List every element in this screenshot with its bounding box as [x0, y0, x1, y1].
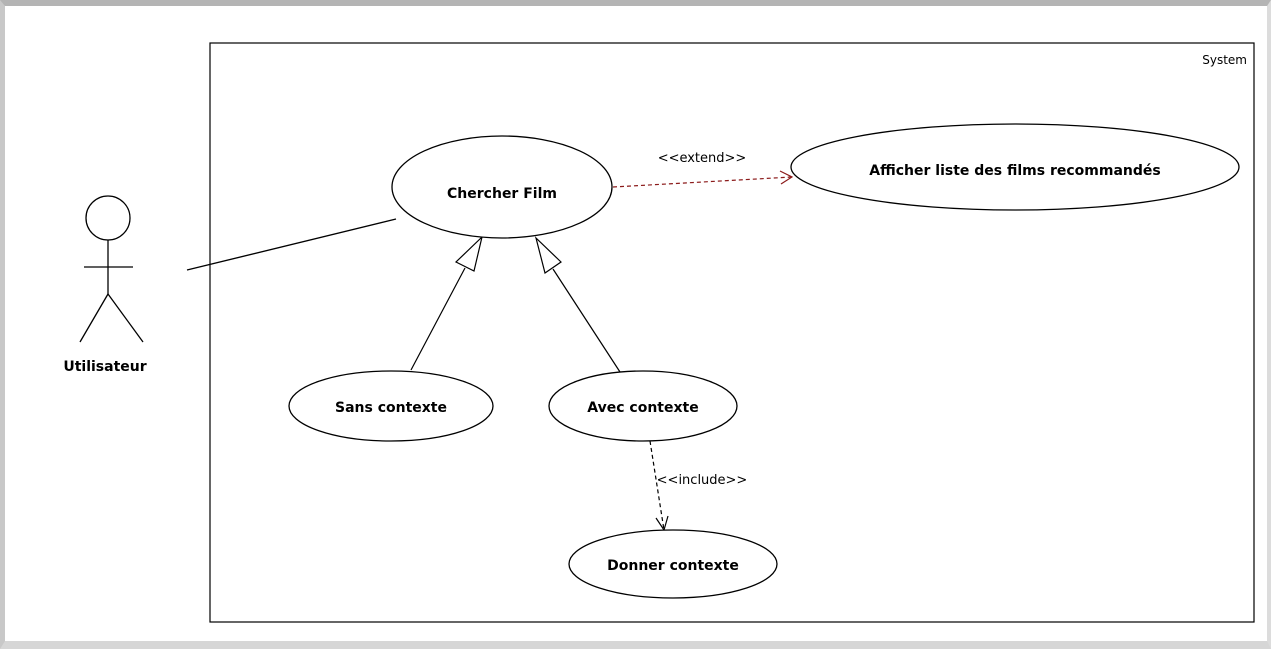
- use-case-afficher-liste-label: Afficher liste des films recommandés: [869, 163, 1160, 179]
- system-label: System: [1202, 53, 1247, 67]
- use-case-chercher-film-label: Chercher Film: [447, 186, 557, 202]
- generalization-avec-arrowhead: [534, 236, 562, 274]
- use-case-donner-contexte[interactable]: Donner contexte: [568, 529, 778, 599]
- use-case-afficher-liste[interactable]: Afficher liste des films recommandés: [790, 123, 1240, 211]
- use-case-avec-contexte-ellipse: [548, 370, 738, 442]
- generalization-sans-arrowhead: [454, 235, 484, 272]
- generalization-avec-line: [552, 268, 621, 373]
- actor-right-leg: [107, 293, 144, 343]
- use-case-donner-contexte-ellipse: [568, 529, 778, 599]
- use-case-avec-contexte-label: Avec contexte: [587, 400, 698, 416]
- use-case-sans-contexte[interactable]: Sans contexte: [288, 370, 494, 442]
- generalization-sans-line: [410, 267, 466, 371]
- include-label: <<include>>: [657, 473, 748, 488]
- use-case-donner-contexte-label: Donner contexte: [607, 558, 739, 574]
- use-case-avec-contexte[interactable]: Avec contexte: [548, 370, 738, 442]
- include-line: [649, 440, 665, 531]
- use-case-sans-contexte-ellipse: [288, 370, 494, 442]
- extend-arrowhead: [779, 170, 794, 185]
- actor-utilisateur[interactable]: Utilisateur: [63, 195, 147, 375]
- extend-label: <<extend>>: [658, 151, 747, 166]
- actor-head: [85, 195, 131, 241]
- association-line: [186, 218, 397, 271]
- use-case-chercher-film-ellipse: [391, 135, 613, 239]
- extend-line: [612, 176, 793, 188]
- use-case-sans-contexte-label: Sans contexte: [335, 400, 447, 416]
- actor-label: Utilisateur: [63, 359, 146, 375]
- use-case-chercher-film[interactable]: Chercher Film: [391, 135, 613, 239]
- actor-left-leg: [79, 293, 109, 343]
- use-case-afficher-liste-ellipse: [790, 123, 1240, 211]
